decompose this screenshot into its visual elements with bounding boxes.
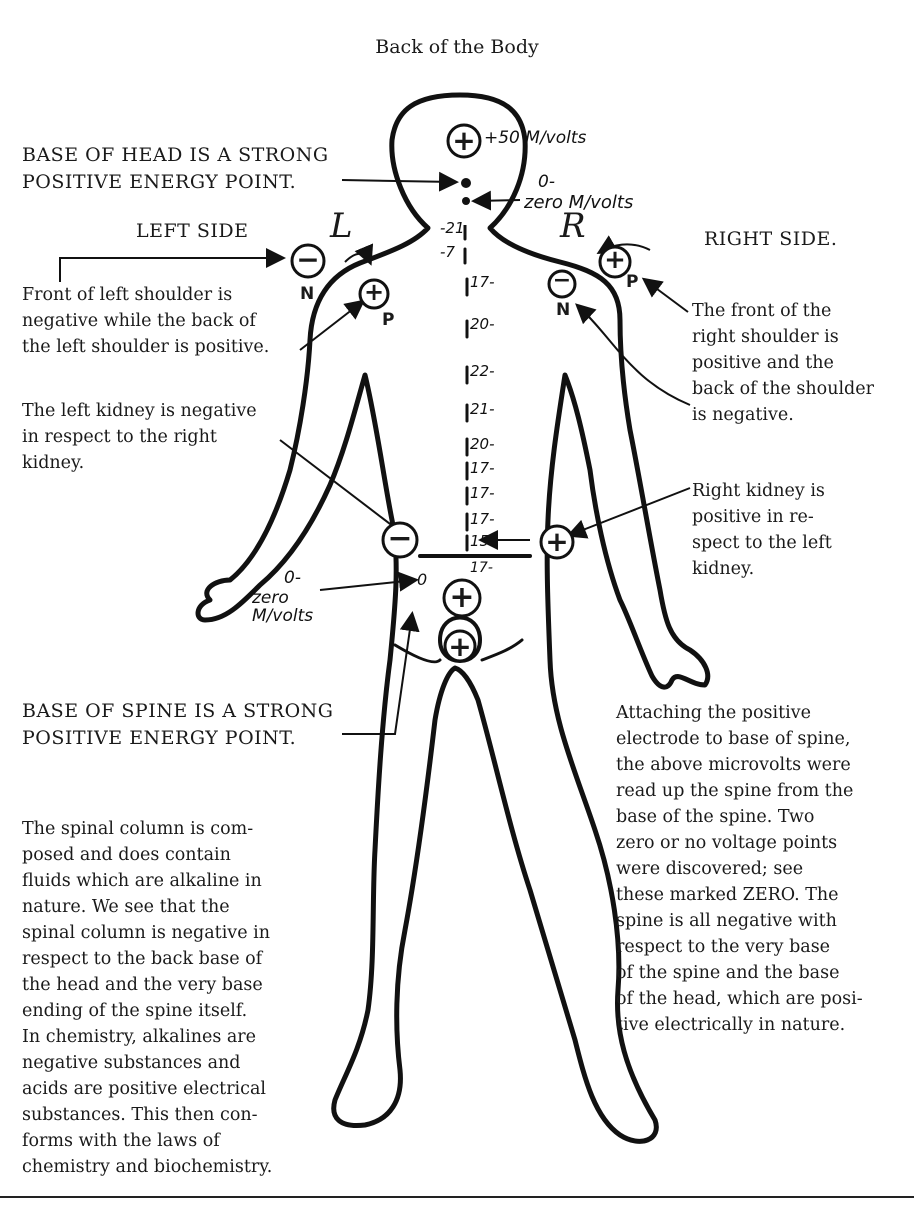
spine-markers [463,225,469,552]
left-shoulder-back-circle [358,278,390,310]
zero-bottom-line1: 0- [284,568,301,588]
zero-bottom-point: 0 [417,570,428,589]
left-shoulder-back-sign: + [363,278,385,306]
page-title: Back of the Body [375,36,539,58]
spine-reading: 17- [470,459,495,477]
spine-reading: 20- [470,435,495,453]
right-kidney-text: Right kidney is positive in re- spect to… [692,481,832,579]
right-shoulder-text: The front of the right shoulder is posit… [692,301,874,425]
left-kidney-text: The left kidney is negative in respect t… [22,401,257,473]
spine-reading: 17- [470,510,495,528]
left-kidney-sign: − [387,521,413,556]
left-front-pole-letter: N [300,284,315,304]
zero-top-line1: 0- [538,172,555,192]
right-shoulder-front-sign: − [552,268,572,293]
base-head-text: BASE OF HEAD IS A STRONG POSITIVE ENERGY… [22,144,329,193]
spine-reading: 22- [470,362,495,380]
right-shoulder-back-sign: + [604,245,626,275]
zero-bottom-line3: M/volts [252,606,314,626]
spine-reading: 17- [470,484,495,502]
left-shoulder-front-circle [290,243,326,279]
right-shoulder-back-circle [598,245,632,279]
right-back-pole-letter: P [626,272,639,292]
left-shoulder-text: Front of left shoulder is negative while… [22,285,270,357]
base-spine-plus-sign: + [448,630,472,663]
spine-reading: -7 [440,243,455,261]
zero-top-line2: zero M/volts [524,192,634,213]
spine-reading: 20- [470,315,495,333]
right-shoulder-front-circle [547,269,577,299]
right-front-pole-letter: N [556,300,571,320]
head-positive-circle [446,123,482,159]
left-shoulder-front-sign: − [296,243,320,276]
spine-reading: 21- [470,400,495,418]
head-reading: +50 M/volts [484,128,587,148]
right-side-label: RIGHT SIDE. [704,228,838,250]
right-kidney-sign: + [545,525,569,558]
base-spine-circle [443,629,477,663]
spine-reading: 15- [470,532,495,550]
bottom-rule [0,1196,914,1198]
spine-reading: -21 [440,219,465,237]
spinal-column-text: The spinal column is com- posed and does… [22,819,273,1177]
spine-reading: 17- [470,560,493,576]
right-kidney-circle [539,524,575,560]
left-side-label: LEFT SIDE [136,220,249,242]
left-kidney-circle [381,521,419,559]
electrode-text: Attaching the positive electrode to base… [616,703,863,1035]
base-spine-text: BASE OF SPINE IS A STRONG POSITIVE ENERG… [22,700,334,749]
right-letter: R [560,206,586,246]
left-letter: L [330,206,353,246]
sacrum-plus-sign: + [449,580,475,615]
spine-reading: 17- [470,273,495,291]
left-back-pole-letter: P [382,310,395,330]
head-plus-symbol: + [452,124,476,157]
zero-bottom-line2: zero [252,588,289,608]
sacrum-circle [442,578,482,618]
